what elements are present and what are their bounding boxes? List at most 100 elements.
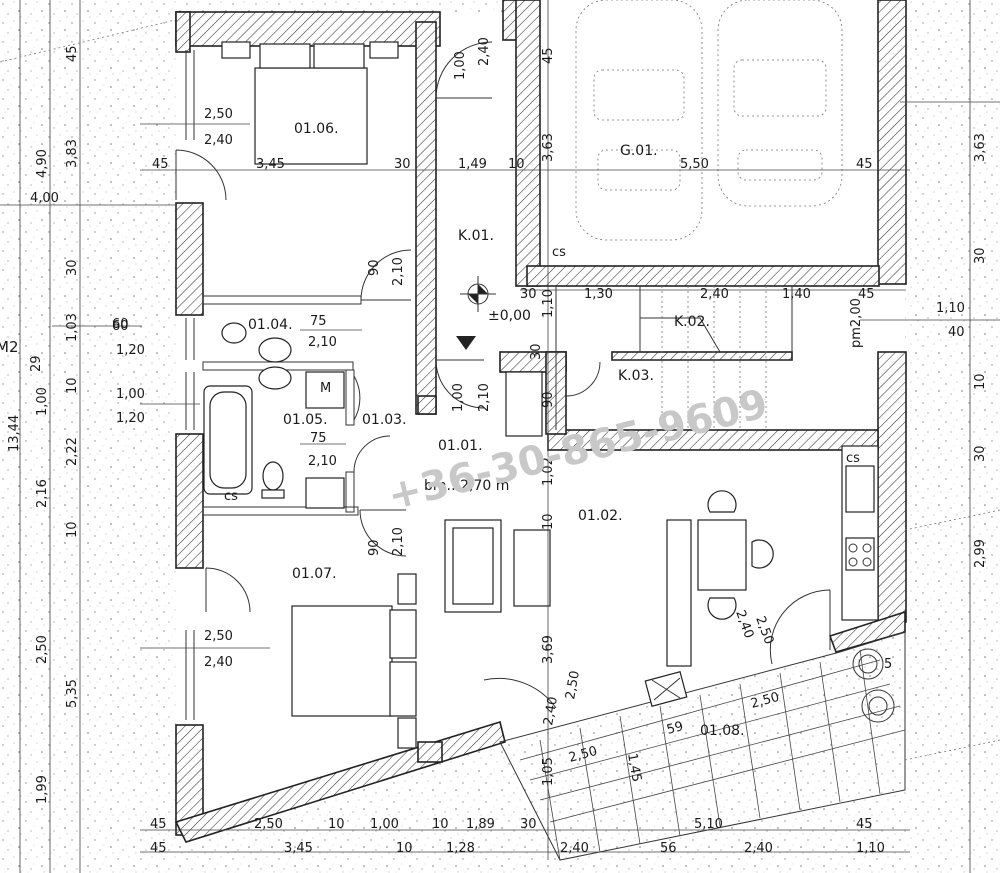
dim: 2,40 bbox=[700, 287, 729, 302]
dim: 2,10 bbox=[391, 257, 406, 286]
dim: 5 bbox=[884, 657, 892, 672]
dim-bottom: 1,00 bbox=[370, 817, 399, 832]
dim: 1,10 bbox=[936, 301, 965, 316]
dim-left: 29 bbox=[29, 355, 44, 372]
dim: 60 bbox=[112, 317, 129, 332]
dim-bottom: 10 bbox=[432, 817, 449, 832]
dim: 59 bbox=[665, 719, 685, 738]
dim: 45 bbox=[152, 157, 169, 172]
dim-left: 60 bbox=[112, 319, 129, 334]
ceiling-height: bm.: 2,70 m bbox=[424, 478, 509, 494]
dim-bottom: 10 bbox=[396, 841, 413, 856]
dim: 2,40 bbox=[204, 133, 233, 148]
windows bbox=[185, 50, 195, 720]
furniture bbox=[203, 41, 879, 749]
dim: 1,05 bbox=[541, 757, 556, 786]
dim-left: 1,03 bbox=[65, 313, 80, 342]
dim: 3,69 bbox=[541, 635, 556, 664]
doors bbox=[175, 41, 831, 709]
dim-bottom: 3,45 bbox=[284, 841, 313, 856]
dim: 45 bbox=[856, 157, 873, 172]
dim: 5,50 bbox=[680, 157, 709, 172]
dim-bottom: 2,40 bbox=[744, 841, 773, 856]
dim: 10 bbox=[508, 157, 525, 172]
dim: 45 bbox=[858, 287, 875, 302]
room-01-01: 01.01. bbox=[438, 438, 483, 454]
dim-bottom: 2,50 bbox=[254, 817, 283, 832]
label-cs-1: cs bbox=[846, 451, 860, 466]
room-01-05: 01.05. bbox=[283, 412, 328, 428]
staircase bbox=[555, 286, 793, 430]
dim: 75 bbox=[310, 431, 327, 446]
room-01-03: 01.03. bbox=[362, 412, 407, 428]
dim: 45 bbox=[541, 47, 556, 64]
terrace-steps bbox=[499, 631, 906, 861]
dim-bottom: 1,10 bbox=[856, 841, 885, 856]
dim-bottom: 45 bbox=[150, 841, 167, 856]
parapet-height: pm2,00 bbox=[849, 298, 864, 348]
dim-bottom: 45 bbox=[856, 817, 873, 832]
dim: 1,00 bbox=[453, 51, 468, 80]
room-01-06: 01.06. bbox=[294, 121, 339, 137]
level-marker bbox=[456, 276, 496, 350]
dim: 2,50 bbox=[563, 670, 583, 701]
dim: 90 bbox=[541, 391, 556, 408]
dim-left: 10 bbox=[65, 377, 80, 394]
dim: 1,00 bbox=[451, 383, 466, 412]
dim: 2,50 bbox=[567, 744, 599, 766]
dim: 30 bbox=[529, 343, 544, 360]
room-01-04: 01.04. bbox=[248, 317, 293, 333]
dim: 2,50 bbox=[749, 690, 781, 712]
dim-left: 5,35 bbox=[65, 679, 80, 708]
label-m: M bbox=[320, 381, 331, 396]
dim-left: 45 bbox=[65, 45, 80, 62]
dim-left: 4,00 bbox=[30, 191, 59, 206]
dim: 3,63 bbox=[541, 133, 556, 162]
dim: 10 bbox=[541, 513, 556, 530]
dim-left: 10 bbox=[65, 521, 80, 538]
dim: 3,45 bbox=[256, 157, 285, 172]
dim: 90 bbox=[367, 259, 382, 276]
walls bbox=[174, 0, 907, 843]
label-cs-2: cs bbox=[224, 489, 238, 504]
dim: 30 bbox=[520, 287, 537, 302]
dim-total-height: 13,44 bbox=[7, 415, 22, 452]
dim-bottom: 45 bbox=[150, 817, 167, 832]
dim: 2,40 bbox=[541, 696, 561, 727]
trees bbox=[852, 648, 895, 723]
dim-left: 2,50 bbox=[35, 635, 50, 664]
dim: 2,10 bbox=[477, 383, 492, 412]
dim-left: 2,16 bbox=[35, 479, 50, 508]
dim-bottom: 1,89 bbox=[466, 817, 495, 832]
dim: 1,49 bbox=[458, 157, 487, 172]
dim: 1,00 bbox=[116, 387, 145, 402]
dim: 2,10 bbox=[391, 527, 406, 556]
dim-bottom: 56 bbox=[660, 841, 677, 856]
dim-bottom: 10 bbox=[328, 817, 345, 832]
dim-left: 3,83 bbox=[65, 139, 80, 168]
dim-bottom: 2,40 bbox=[560, 841, 589, 856]
level-value: ±0,00 bbox=[488, 308, 531, 324]
dim: 2,50 bbox=[204, 107, 233, 122]
dim: 30 bbox=[973, 445, 988, 462]
dim: 1,40 bbox=[782, 287, 811, 302]
dim: 2,40 bbox=[477, 37, 492, 66]
dim: 1,30 bbox=[584, 287, 613, 302]
dim: 2,50 bbox=[204, 629, 233, 644]
dim-left: 1,99 bbox=[35, 775, 50, 804]
dim: 2,99 bbox=[973, 539, 988, 568]
dim: 2,40 bbox=[204, 655, 233, 670]
dim: 3,63 bbox=[973, 133, 988, 162]
dim: 30 bbox=[973, 247, 988, 264]
room-01-02: 01.02. bbox=[578, 508, 623, 524]
room-k03: K.03. bbox=[618, 368, 654, 384]
dim: 30 bbox=[394, 157, 411, 172]
room-k02: K.02. bbox=[674, 314, 710, 330]
dim-left: 4,90 bbox=[35, 149, 50, 178]
room-k01: K.01. bbox=[458, 228, 494, 244]
dim: 90 bbox=[367, 539, 382, 556]
dim: 1,20 bbox=[116, 343, 145, 358]
dim: 75 bbox=[310, 314, 327, 329]
dim-bottom: 5,10 bbox=[694, 817, 723, 832]
